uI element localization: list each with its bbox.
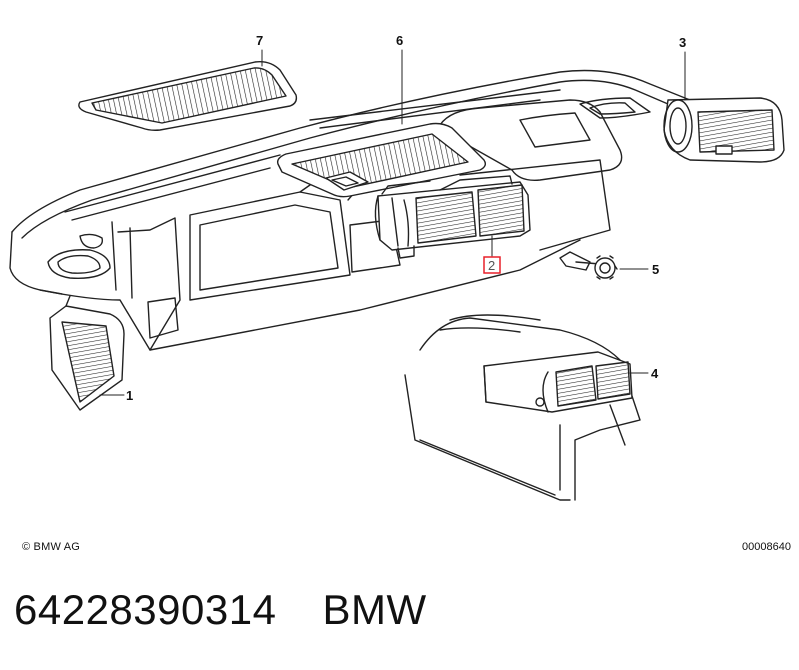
callout-1: 1 [126, 388, 133, 403]
parts-diagram: 7 6 3 2 5 4 1 [9, 33, 785, 501]
callout-4: 4 [651, 366, 659, 381]
diagram-number: 00008640 [742, 541, 791, 553]
thumbwheel-part-5 [559, 251, 618, 280]
side-air-vent-part-3 [663, 97, 785, 163]
copyright-notice: © BMW AG [22, 541, 80, 553]
callout-2-highlight-box [483, 256, 501, 274]
center-air-vent-part-2 [374, 175, 531, 259]
callout-2: 2 [488, 258, 495, 273]
part-number: 64228390314 [14, 586, 277, 633]
defroster-grille-part-7 [78, 60, 298, 131]
callout-5: 5 [652, 262, 659, 277]
side-air-vent-part-1 [49, 295, 125, 411]
callout-6: 6 [396, 33, 403, 48]
part-brand: BMW [322, 586, 427, 633]
part-caption: 64228390314 BMW [14, 586, 427, 634]
callout-labels: 7 6 3 2 5 4 1 [126, 33, 686, 403]
leader-lines [99, 49, 686, 396]
rear-console-vent-part-4 [404, 314, 641, 501]
callout-7: 7 [256, 33, 263, 48]
callout-3: 3 [679, 35, 686, 50]
center-grille-part-6 [276, 122, 487, 198]
